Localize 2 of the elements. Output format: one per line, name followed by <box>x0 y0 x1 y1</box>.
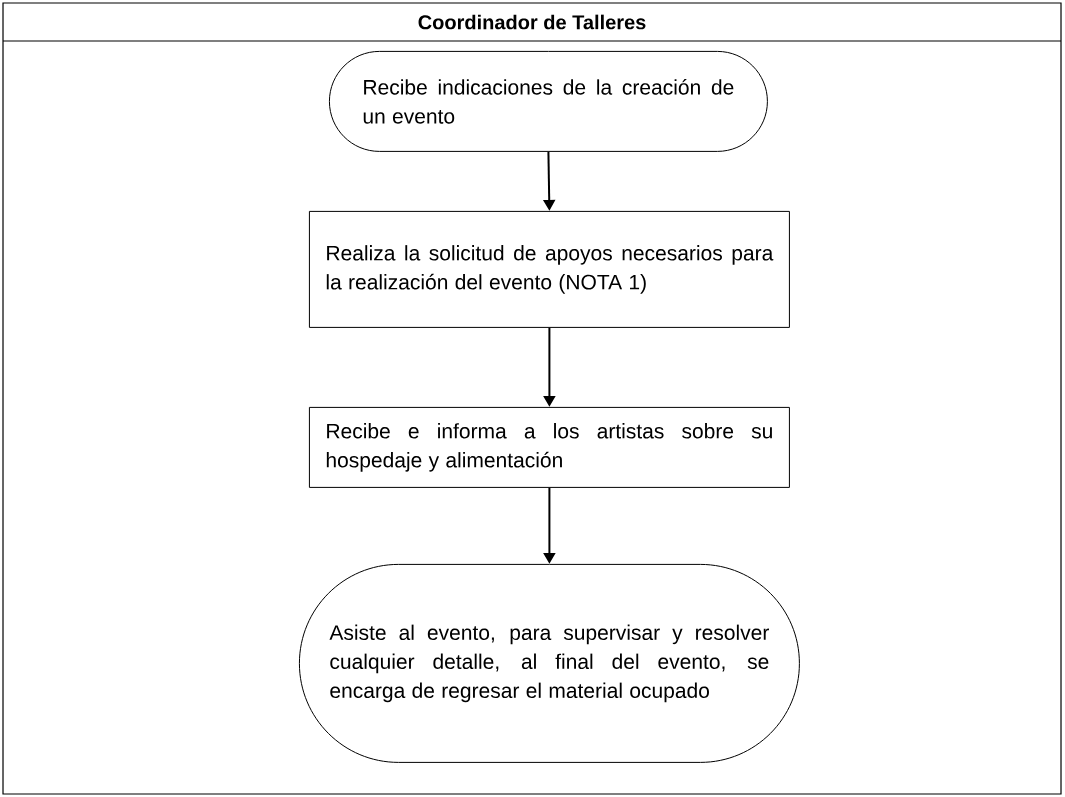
process-box: Realiza la solicitud de apoyos necesarios para la realización del evento (NOTA 1) <box>308 210 790 328</box>
process-box: Recibe e informa a los artistas sobre su hospedaje y alimentación <box>308 406 790 488</box>
